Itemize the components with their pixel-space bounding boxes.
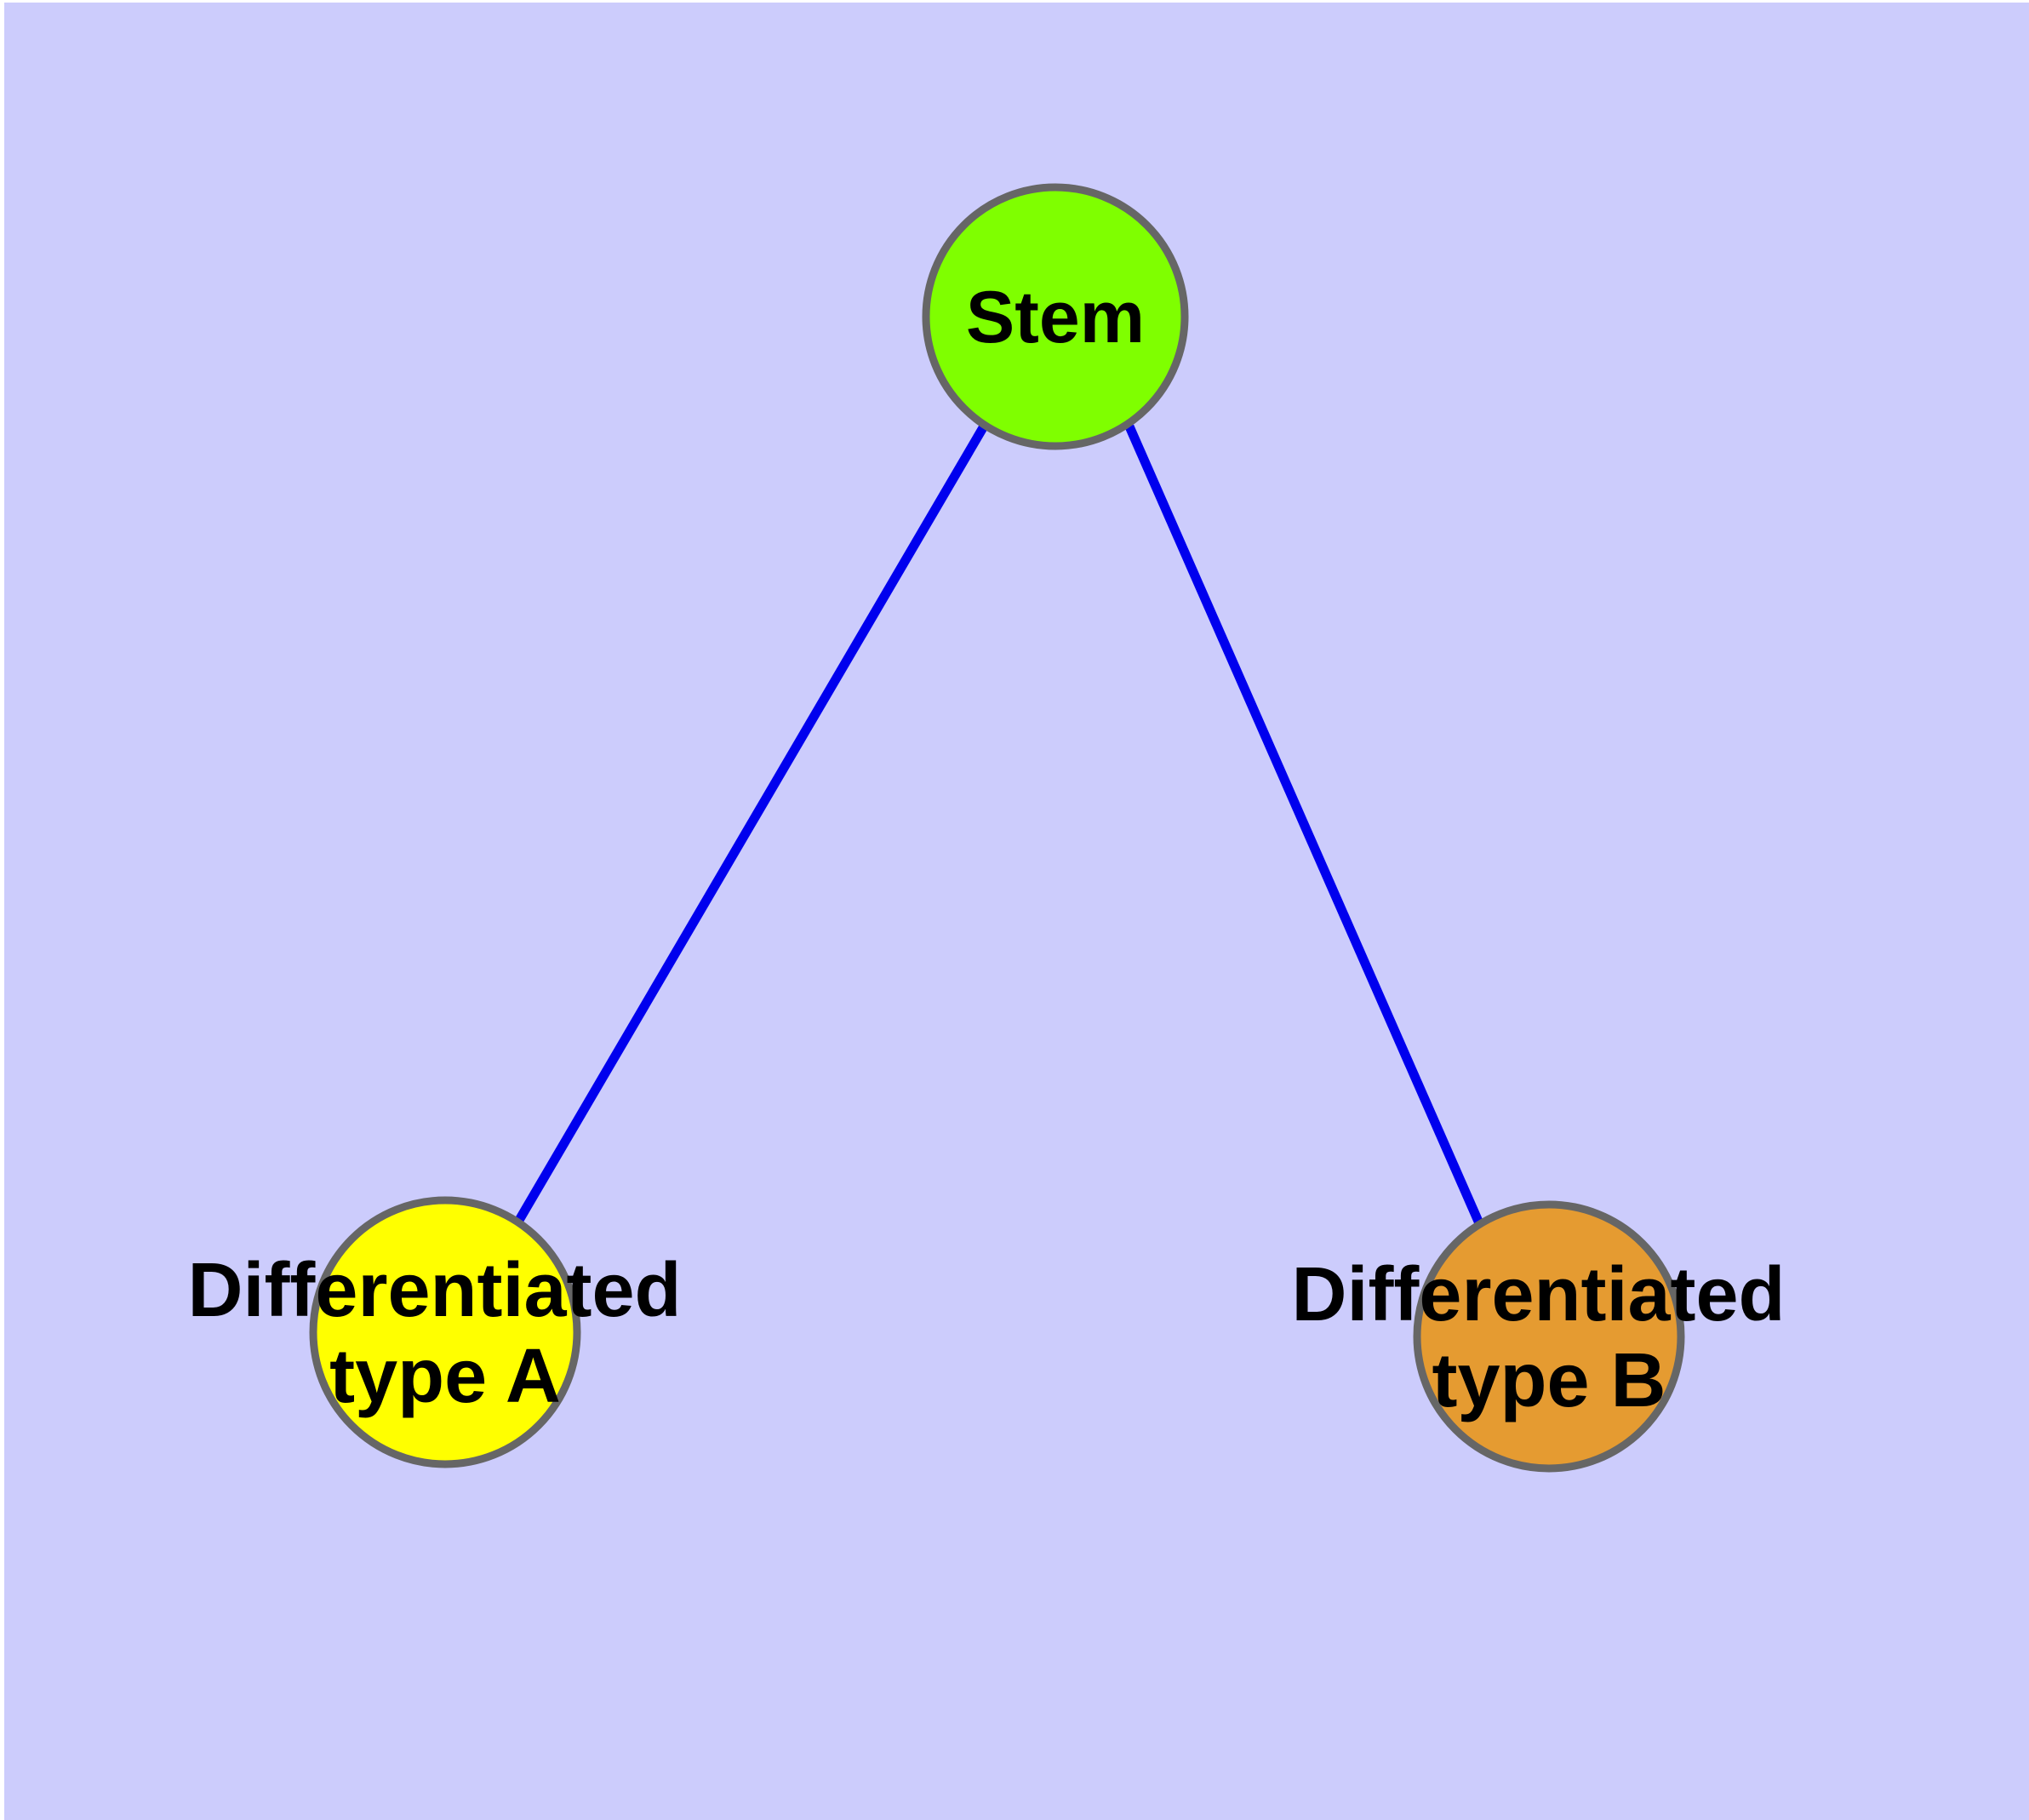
node-circle-stem[interactable] bbox=[922, 183, 1189, 450]
nodes-group: Stem Differentiated type A Differentiate… bbox=[187, 183, 1806, 1473]
edge-stem-to-differentiated-type-a[interactable] bbox=[514, 422, 989, 1224]
node-label-differentiated-type-a: Differentiated type A bbox=[187, 1248, 702, 1419]
node-circle-differentiated-type-a[interactable] bbox=[309, 1196, 581, 1468]
node-label-stem: Stem bbox=[966, 277, 1145, 358]
node-differentiated-type-b[interactable]: Differentiated type B bbox=[1291, 1200, 1806, 1473]
edges-group bbox=[514, 422, 1484, 1226]
node-label-differentiated-type-b: Differentiated type B bbox=[1291, 1252, 1806, 1423]
edge-stem-to-differentiated-type-b[interactable] bbox=[1124, 424, 1484, 1226]
node-stem[interactable]: Stem bbox=[922, 183, 1189, 450]
node-circle-differentiated-type-b[interactable] bbox=[1413, 1200, 1685, 1473]
node-differentiated-type-a[interactable]: Differentiated type A bbox=[187, 1196, 702, 1468]
